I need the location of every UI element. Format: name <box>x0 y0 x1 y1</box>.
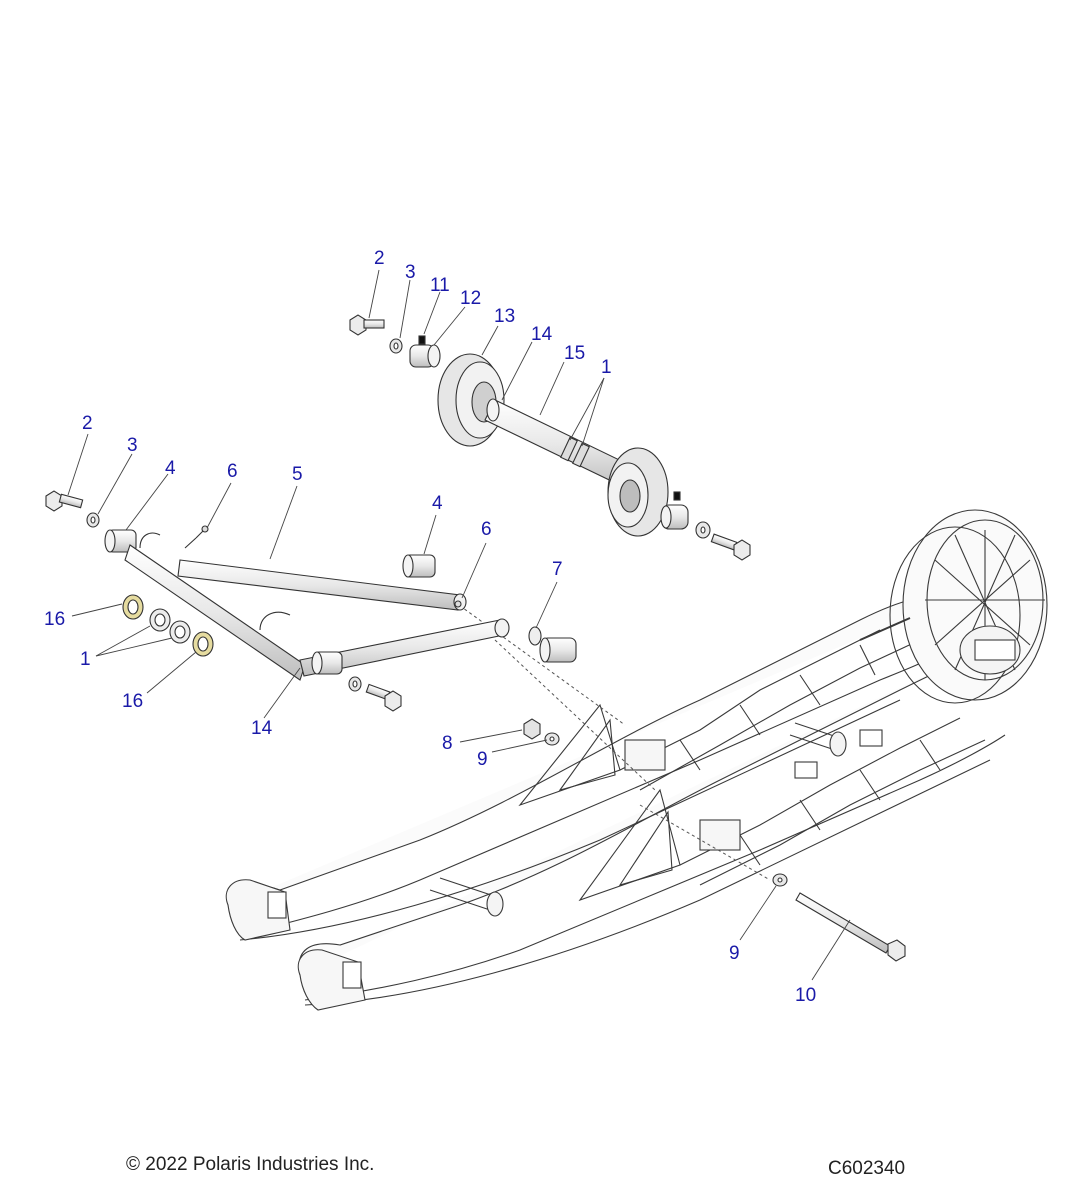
callout-4-right: 4 <box>432 493 443 514</box>
callout-16-upper: 16 <box>44 609 66 630</box>
callout-1-left: 1 <box>80 649 91 670</box>
bushing-lower <box>311 651 343 675</box>
a-arm-frame <box>124 532 510 681</box>
callout-9-lower: 9 <box>729 943 740 964</box>
callout-11: 11 <box>430 275 450 296</box>
callout-8: 8 <box>442 733 453 754</box>
bolt-right <box>710 533 751 561</box>
wheel-shaft <box>859 617 911 641</box>
callout-9-upper: 9 <box>477 749 488 770</box>
through-bolt-10 <box>795 892 906 962</box>
spacer-7 <box>528 626 577 663</box>
bolt-lower <box>365 683 402 712</box>
a-arm-assembly <box>45 490 906 962</box>
idler-wheel-right <box>607 447 669 537</box>
assembly-dashed-lines <box>444 594 771 881</box>
callout-15: 15 <box>564 343 586 364</box>
callout-6-right: 6 <box>481 519 492 540</box>
callout-3-left: 3 <box>127 435 138 456</box>
set-screw-right <box>673 491 681 501</box>
callout-12: 12 <box>460 288 482 309</box>
callout-10: 10 <box>795 985 817 1006</box>
set-screw-top <box>418 335 426 345</box>
callout-7: 7 <box>552 559 563 580</box>
callout-2-top: 2 <box>374 248 385 269</box>
bolt-top <box>349 314 385 336</box>
leader-lines <box>67 269 851 981</box>
callout-1-top: 1 <box>601 357 612 378</box>
ski-rail-back-lower <box>239 649 946 936</box>
grease-fitting-left <box>195 525 209 539</box>
ski-rail-front <box>298 639 1001 976</box>
callout-2-left: 2 <box>82 413 93 434</box>
grease-fitting-right <box>454 600 462 608</box>
callout-13: 13 <box>494 306 516 327</box>
ski-truss-front <box>578 717 986 902</box>
ski-bottom-edge-back <box>239 699 901 941</box>
ski-assembly <box>225 509 1048 1011</box>
callout-4-left: 4 <box>165 458 176 479</box>
ski-bottom-edge <box>304 759 991 1006</box>
ski-truss-back <box>518 629 921 807</box>
callout-5: 5 <box>292 464 303 485</box>
callout-6-left: 6 <box>227 461 238 482</box>
ski-tip-back <box>225 879 291 941</box>
callout-14-top: 14 <box>531 324 553 345</box>
callout-16-lower: 16 <box>122 691 144 712</box>
collar-right <box>660 504 689 530</box>
ski-tip-front <box>297 949 366 1011</box>
collar-top <box>409 344 441 368</box>
nut-8 <box>523 718 541 740</box>
rear-idler-wheel <box>889 509 1048 704</box>
bushing-4-right <box>402 554 436 578</box>
bolt-left <box>45 490 84 512</box>
upper-axle-assembly <box>349 314 751 561</box>
ski-rail-front-lower <box>304 734 1006 1001</box>
callout-3-top: 3 <box>405 262 416 283</box>
diagram-id: C602340 <box>828 1158 906 1179</box>
copyright-notice: © 2022 Polaris Industries Inc. <box>126 1154 375 1175</box>
callout-14-lower: 14 <box>251 718 273 739</box>
